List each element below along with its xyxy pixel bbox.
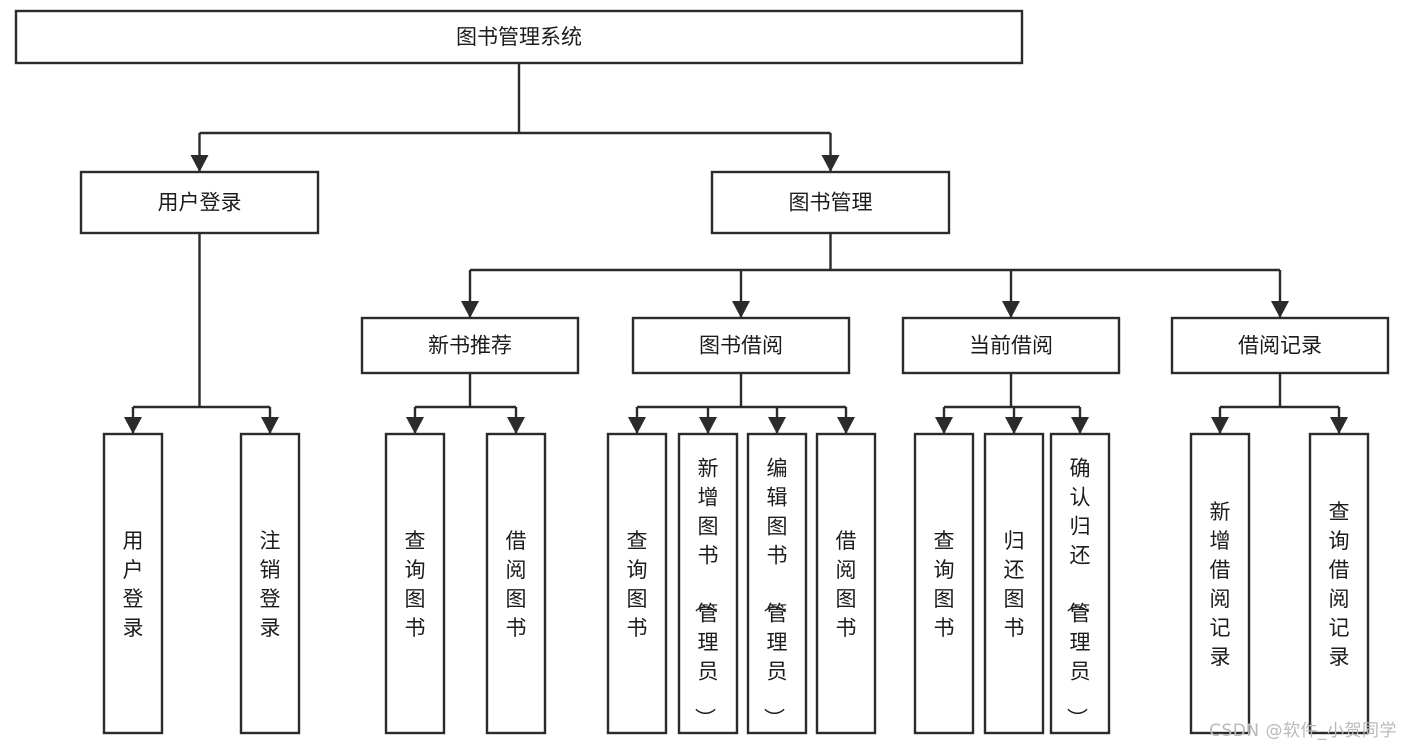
connector-layer: [124, 63, 1348, 434]
node-leaf-return-book[interactable]: 归还图书: [983, 432, 1045, 735]
node-borrow-record[interactable]: 借阅记录: [1170, 316, 1390, 375]
node-leaf-user-login[interactable]: 用户登录: [102, 432, 164, 735]
node-layer: 图书管理系统用户登录图书管理新书推荐图书借阅当前借阅借阅记录用户登录注销登录查询…: [14, 9, 1390, 735]
node-leaf-query-book-recommend[interactable]: 查询图书: [384, 432, 446, 735]
node-leaf-query-borrow-record[interactable]: 查询借阅记录: [1308, 432, 1370, 735]
node-label: 确认归还（管理员）: [1065, 457, 1091, 729]
node-box[interactable]: [901, 316, 1121, 375]
node-label: 查询图书: [405, 529, 426, 640]
arrow-head-icon: [768, 417, 786, 434]
node-label: 图书管理系统: [456, 25, 582, 49]
arrow-head-icon: [821, 155, 840, 172]
node-box[interactable]: [746, 432, 808, 735]
node-root[interactable]: 图书管理系统: [14, 9, 1024, 65]
arrow-head-icon: [1005, 417, 1023, 434]
arrow-head-icon: [837, 417, 855, 434]
arrow-head-icon: [1211, 417, 1229, 434]
arrow-head-icon: [1002, 301, 1020, 318]
arrow-head-icon: [1330, 417, 1348, 434]
node-user-login[interactable]: 用户登录: [79, 170, 320, 235]
node-current-borrow[interactable]: 当前借阅: [901, 316, 1121, 375]
node-label: 编辑图书（管理员）: [762, 457, 788, 729]
node-leaf-borrow-book-recommend[interactable]: 借阅图书: [485, 432, 547, 735]
node-label: 图书管理: [789, 191, 873, 215]
node-box[interactable]: [677, 432, 739, 735]
node-box[interactable]: [710, 170, 951, 235]
node-label: 图书借阅: [699, 334, 783, 358]
node-leaf-logout-login[interactable]: 注销登录: [239, 432, 301, 735]
node-label: 用户登录: [158, 191, 242, 215]
node-box[interactable]: [384, 432, 446, 735]
node-box[interactable]: [1189, 432, 1251, 735]
node-label: 查询借阅记录: [1329, 500, 1350, 669]
arrow-head-icon: [507, 417, 525, 434]
node-box[interactable]: [1308, 432, 1370, 735]
node-box[interactable]: [606, 432, 668, 735]
node-leaf-edit-book[interactable]: 编辑图书（管理员）: [746, 432, 808, 735]
node-leaf-add-borrow-record[interactable]: 新增借阅记录: [1189, 432, 1251, 735]
arrow-head-icon: [261, 417, 279, 434]
node-leaf-query-book-current[interactable]: 查询图书: [913, 432, 975, 735]
arrow-head-icon: [732, 301, 750, 318]
node-box[interactable]: [983, 432, 1045, 735]
node-book-borrow[interactable]: 图书借阅: [631, 316, 851, 375]
node-leaf-confirm-return[interactable]: 确认归还（管理员）: [1049, 432, 1111, 735]
node-label: 查询图书: [934, 529, 955, 640]
node-label: 借阅图书: [506, 529, 527, 640]
node-label: 新增借阅记录: [1210, 500, 1231, 669]
node-box[interactable]: [485, 432, 547, 735]
arrow-head-icon: [935, 417, 953, 434]
node-new-book-recommend[interactable]: 新书推荐: [360, 316, 580, 375]
node-leaf-add-book[interactable]: 新增图书（管理员）: [677, 432, 739, 735]
arrow-head-icon: [699, 417, 717, 434]
node-label: 新书推荐: [428, 334, 512, 358]
node-box[interactable]: [631, 316, 851, 375]
node-label: 注销登录: [260, 529, 281, 640]
arrow-head-icon: [628, 417, 646, 434]
node-box[interactable]: [14, 9, 1024, 65]
node-label: 归还图书: [1004, 529, 1025, 640]
node-book-manage[interactable]: 图书管理: [710, 170, 951, 235]
node-box[interactable]: [360, 316, 580, 375]
arrow-head-icon: [190, 155, 209, 172]
node-box[interactable]: [1170, 316, 1390, 375]
node-label: 用户登录: [123, 529, 144, 640]
arrow-head-icon: [124, 417, 142, 434]
node-box[interactable]: [815, 432, 877, 735]
node-leaf-borrow-book[interactable]: 借阅图书: [815, 432, 877, 735]
node-box[interactable]: [913, 432, 975, 735]
node-label: 当前借阅: [969, 334, 1053, 358]
node-box[interactable]: [102, 432, 164, 735]
arrow-head-icon: [406, 417, 424, 434]
arrow-head-icon: [461, 301, 479, 318]
node-label: 借阅图书: [836, 529, 857, 640]
node-label: 借阅记录: [1238, 334, 1322, 358]
arrow-head-icon: [1271, 301, 1289, 318]
node-leaf-query-book-borrow[interactable]: 查询图书: [606, 432, 668, 735]
node-label: 新增图书（管理员）: [693, 457, 719, 729]
node-label: 查询图书: [627, 529, 648, 640]
node-box[interactable]: [1049, 432, 1111, 735]
node-box[interactable]: [239, 432, 301, 735]
node-box[interactable]: [79, 170, 320, 235]
arrow-head-icon: [1071, 417, 1089, 434]
